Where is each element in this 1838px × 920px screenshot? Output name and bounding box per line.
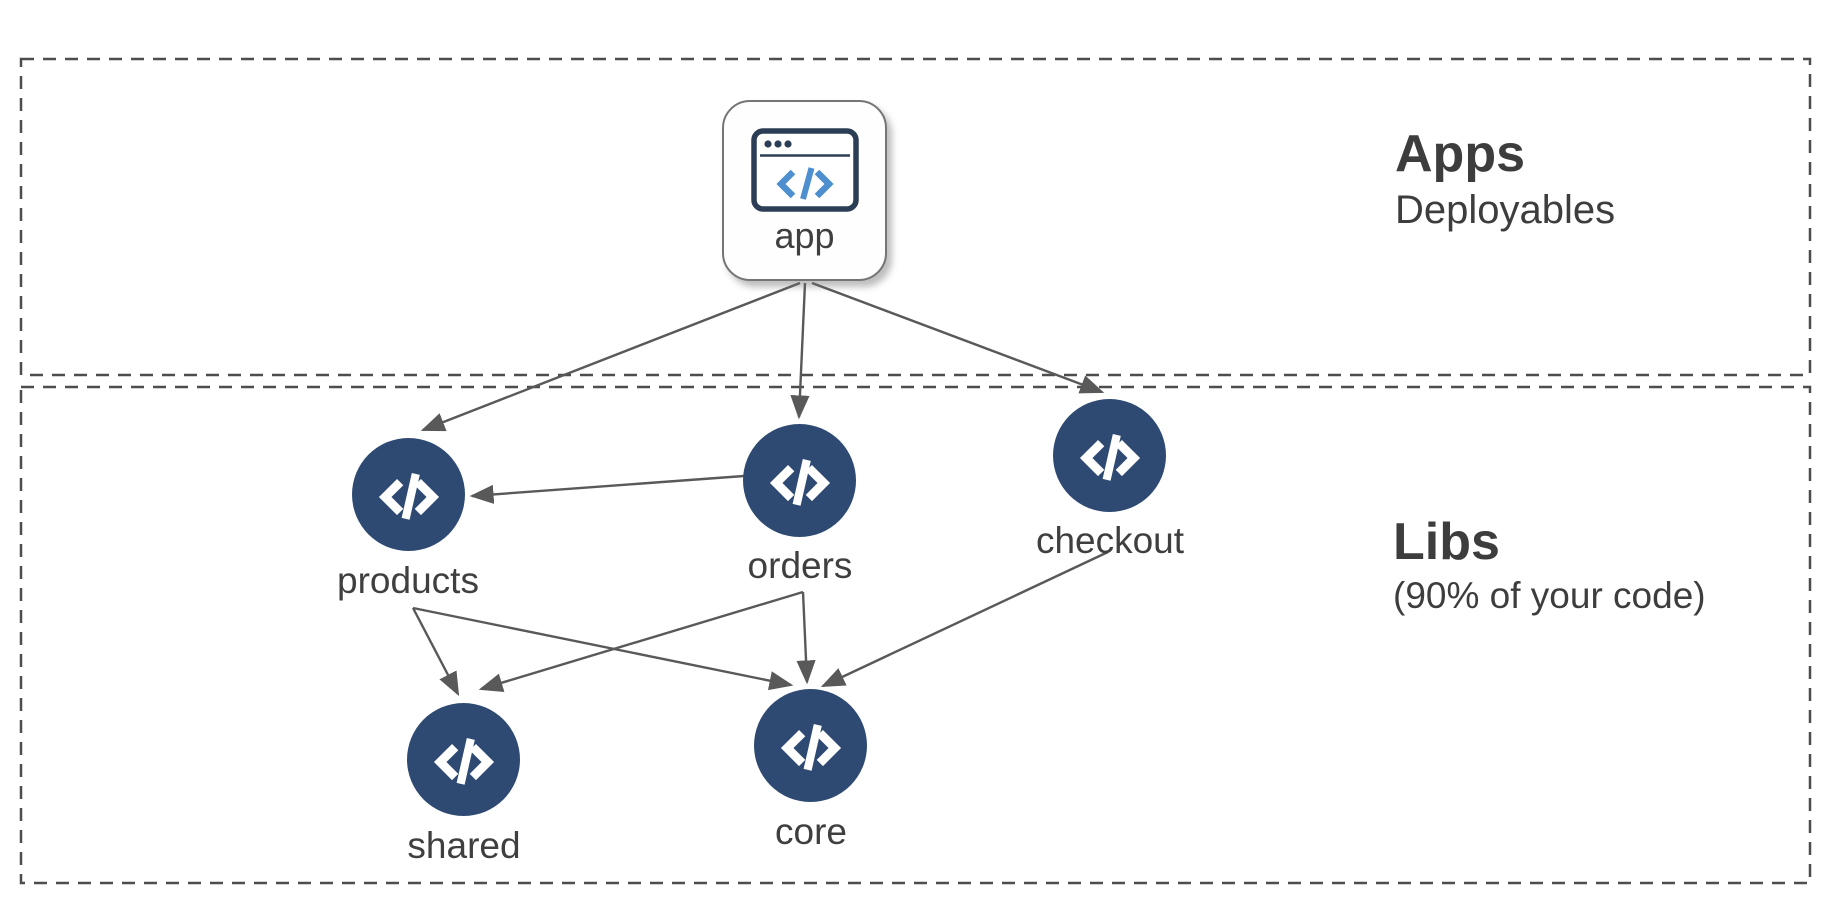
edge-products-core	[412, 606, 794, 691]
edge-orders-shared	[478, 590, 804, 692]
node-app: app	[722, 100, 887, 281]
node-core	[754, 689, 867, 802]
apps-section-subtitle: Deployables	[1395, 188, 1616, 233]
code-circle-icon	[375, 461, 443, 529]
node-shared-label: shared	[407, 825, 521, 866]
edge-app-orders	[790, 282, 810, 420]
code-circle-icon	[1076, 422, 1144, 490]
apps-section-box	[19, 57, 1812, 377]
edge-orders-core	[796, 591, 816, 685]
edge-orders-products	[469, 474, 745, 504]
apps-section-title: Apps	[1395, 125, 1525, 183]
edge-app-checkout	[811, 281, 1105, 394]
node-shared	[407, 703, 520, 816]
edge-checkout-core	[820, 550, 1109, 688]
node-checkout-label: checkout	[1035, 520, 1185, 561]
node-products-label: products	[337, 560, 479, 601]
code-circle-icon	[777, 712, 845, 780]
node-app-label: app	[774, 214, 835, 256]
apps-section-label: Apps Deployables	[1395, 125, 1616, 235]
libs-section-label: Libs (90% of your code)	[1393, 513, 1706, 619]
libs-section-box	[19, 385, 1812, 885]
edge-products-shared	[411, 607, 460, 697]
browser-code-icon	[750, 127, 859, 212]
libs-section-subtitle: (90% of your code)	[1393, 575, 1706, 617]
node-core-label: core	[775, 811, 847, 852]
code-circle-icon	[430, 726, 498, 794]
libs-section-title: Libs	[1393, 513, 1500, 571]
node-products	[352, 438, 465, 551]
node-orders	[743, 424, 856, 537]
edge-app-products	[420, 281, 801, 432]
code-circle-icon	[766, 447, 834, 515]
node-checkout	[1053, 399, 1166, 512]
node-orders-label: orders	[747, 545, 853, 586]
